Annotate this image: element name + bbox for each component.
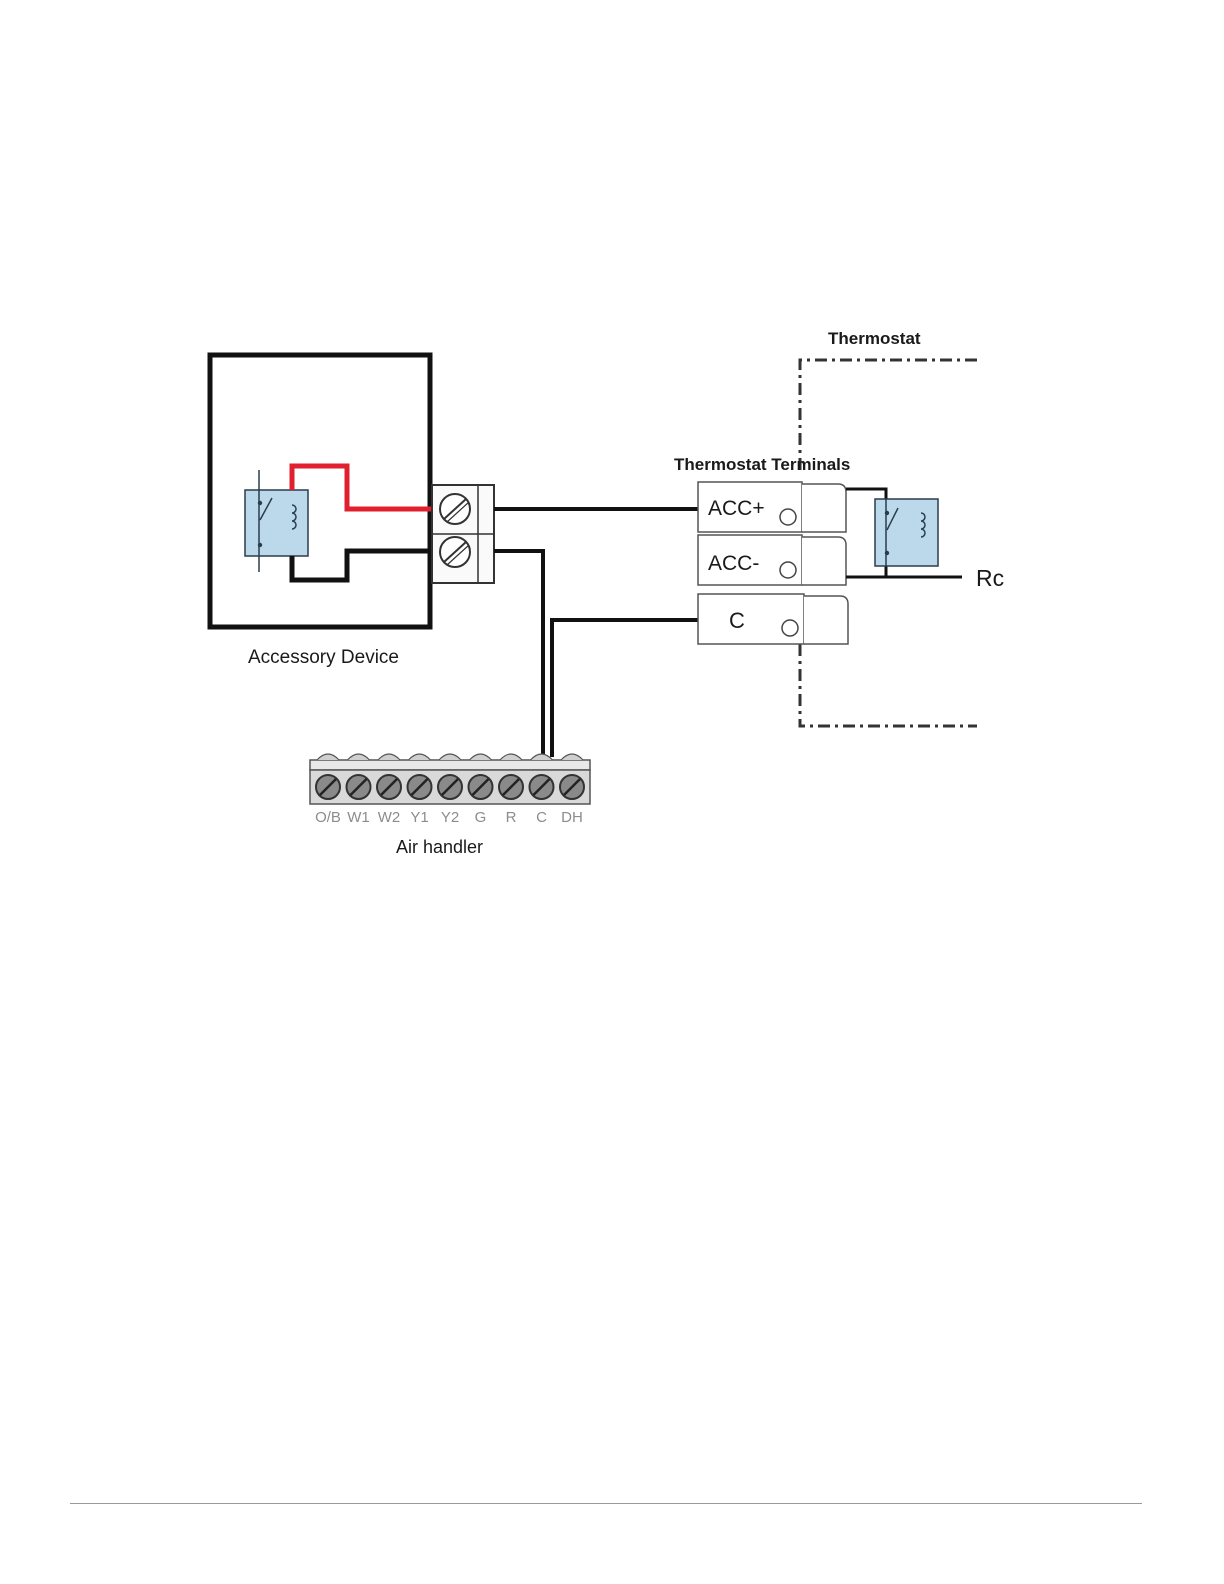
accessory-hot-wire xyxy=(292,466,435,509)
screw-hole-icon xyxy=(782,620,798,636)
screw-hole-icon xyxy=(780,562,796,578)
air-handler-terminal-label: W2 xyxy=(378,809,401,826)
screw-cap-icon xyxy=(500,754,522,760)
footer-rule xyxy=(70,1503,1142,1504)
terminal-label: ACC- xyxy=(708,552,759,575)
air-handler-strip xyxy=(310,754,590,804)
wire-acc-minus xyxy=(494,551,543,757)
air-handler-terminal-label: DH xyxy=(561,809,583,826)
thermostat-terminals: Thermostat Terminals ACC+ ACC- C xyxy=(674,455,1004,644)
screw-cap-icon xyxy=(561,754,583,760)
accessory-device-label: Accessory Device xyxy=(248,647,399,668)
terminal-label: ACC+ xyxy=(708,497,765,520)
wire-common xyxy=(552,620,700,757)
accessory-return-wire xyxy=(292,551,435,580)
air-handler: O/B W1 W2 Y1 Y2 G R C DH Air handler xyxy=(310,754,590,857)
thermostat-terminals-label: Thermostat Terminals xyxy=(674,455,850,474)
thermostat-relay-wire xyxy=(846,489,886,499)
screw-cap-icon xyxy=(439,754,461,760)
screw-cap-icon xyxy=(409,754,431,760)
air-handler-terminal-labels: O/B W1 W2 Y1 Y2 G R C DH xyxy=(315,809,583,826)
air-handler-terminal-label: O/B xyxy=(315,809,341,826)
air-handler-terminal-label: G xyxy=(475,809,487,826)
air-handler-terminal-label: W1 xyxy=(347,809,370,826)
screw-cap-icon xyxy=(531,754,553,760)
terminal-label: C xyxy=(729,608,745,633)
screw-cap-icon xyxy=(348,754,370,760)
screw-cap-icon xyxy=(470,754,492,760)
terminal-c: C xyxy=(698,594,848,644)
air-handler-terminal-label: Y2 xyxy=(441,809,459,826)
air-handler-terminal-label: R xyxy=(506,809,517,826)
accessory-device-box xyxy=(210,355,430,627)
screw-hole-icon xyxy=(780,509,796,525)
accessory-relay-icon xyxy=(245,470,308,572)
screw-cap-icon xyxy=(317,754,339,760)
terminal-acc-plus: ACC+ xyxy=(698,482,846,532)
thermostat-label: Thermostat xyxy=(828,329,921,348)
air-handler-terminal-label: C xyxy=(536,809,547,826)
rc-label: Rc xyxy=(976,565,1004,591)
air-handler-label: Air handler xyxy=(396,837,483,857)
air-handler-terminal-label: Y1 xyxy=(410,809,428,826)
field-wiring xyxy=(494,509,700,757)
accessory-device: Accessory Device xyxy=(210,355,494,668)
terminal-acc-minus: ACC- xyxy=(698,535,846,585)
screw-cap-icon xyxy=(378,754,400,760)
accessory-terminal-block xyxy=(432,485,494,583)
thermostat-relay-icon xyxy=(875,499,938,566)
